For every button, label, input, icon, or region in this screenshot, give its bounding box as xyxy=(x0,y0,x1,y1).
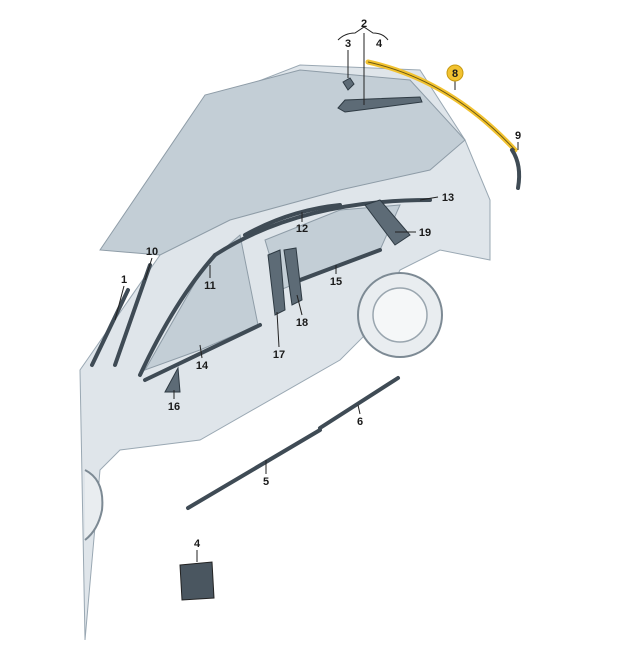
callout-10: 10 xyxy=(146,246,158,258)
roof-glass xyxy=(99,69,466,256)
callout-12: 12 xyxy=(296,223,308,235)
callout-6: 6 xyxy=(357,416,363,428)
callout-5: 5 xyxy=(263,476,269,488)
callout-4-bottom: 4 xyxy=(194,538,201,550)
callout-14: 14 xyxy=(196,360,209,372)
callout-19: 19 xyxy=(419,227,431,239)
part-18-b-pillar xyxy=(283,247,303,306)
callout-13: 13 xyxy=(442,192,454,204)
callout-9: 9 xyxy=(515,130,521,142)
part-13-window-trim xyxy=(213,198,432,257)
part-19-c-pillar xyxy=(364,199,411,246)
part-4-adhesive-pack xyxy=(179,561,215,601)
callout-16: 16 xyxy=(168,401,180,413)
callout-11: 11 xyxy=(204,280,216,292)
callout-3: 3 xyxy=(345,38,351,50)
part-1-a-pillar-seal xyxy=(90,288,130,367)
callout-1: 1 xyxy=(121,274,127,286)
highlight-badge xyxy=(446,64,464,82)
part-2-roof-moulding xyxy=(337,96,423,113)
callout-17: 17 xyxy=(273,349,285,361)
callout-4-top: 4 xyxy=(376,38,383,50)
front-wheel xyxy=(84,469,104,541)
part-5-rocker xyxy=(186,428,322,510)
part-3-clip xyxy=(342,77,355,91)
callout-18: 18 xyxy=(296,317,308,329)
part-9-trim-end xyxy=(510,148,522,190)
part-16-corner-trim xyxy=(164,366,181,393)
part-14-sill-trim xyxy=(143,323,262,382)
part-10-a-pillar-trim xyxy=(113,263,152,367)
part-11-window-trim xyxy=(138,253,217,377)
part-6-rocker-rear xyxy=(318,376,400,430)
callout-2: 2 xyxy=(361,18,367,30)
part-17-b-pillar xyxy=(267,249,286,316)
part-12-window-trim xyxy=(243,203,342,237)
callout-15: 15 xyxy=(330,276,342,288)
callout-8: 8 xyxy=(452,68,458,80)
part-15-door-trim xyxy=(298,248,382,282)
rear-wheel-rim xyxy=(372,287,428,343)
